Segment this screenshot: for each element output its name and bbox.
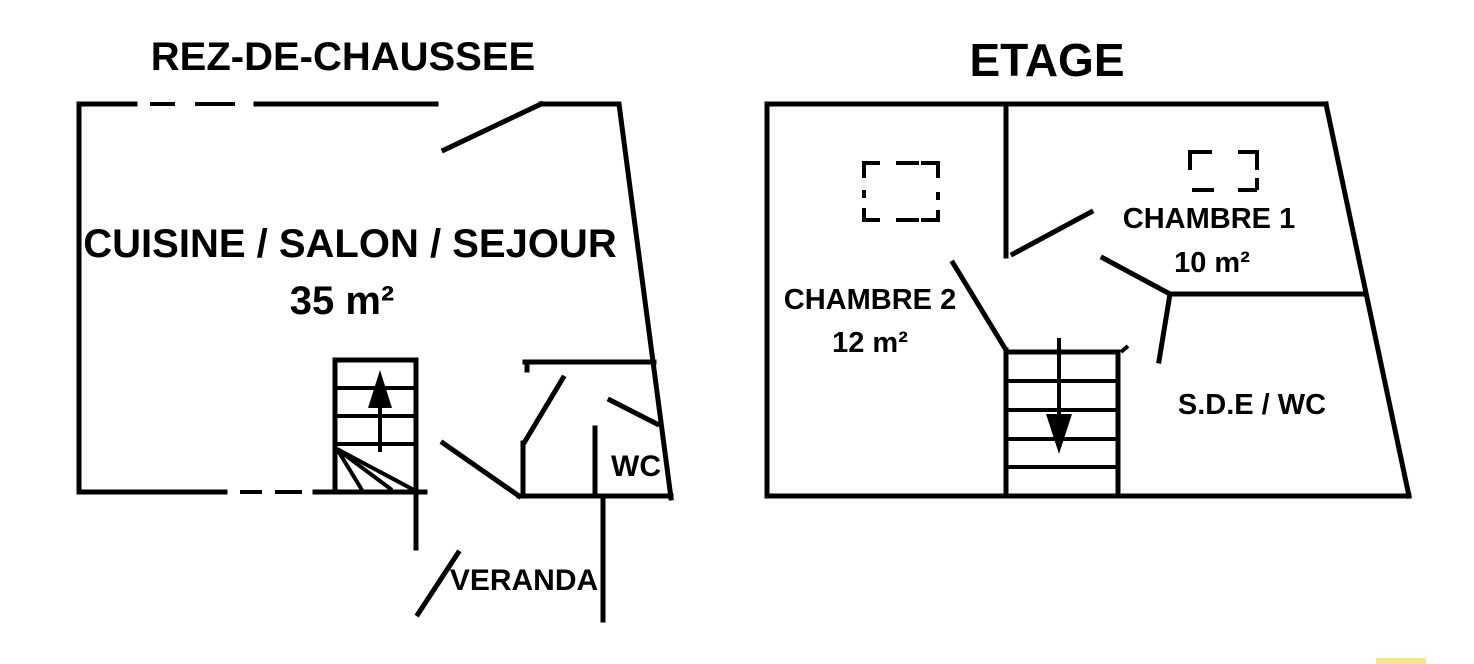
ground-right-wall bbox=[538, 101, 674, 501]
partition-door bbox=[520, 374, 567, 447]
stairs-down-arrow-icon bbox=[1046, 414, 1072, 454]
bedroom-2-area: 12 m² bbox=[832, 327, 908, 359]
upper-staircase bbox=[1003, 338, 1130, 499]
ground-floor-plan: CUISINE / SALON / SEJOUR 35 m² WC VERAND… bbox=[76, 100, 674, 623]
ground-floor-title: REZ-DE-CHAUSSEE bbox=[151, 35, 535, 79]
bathroom-left-wall bbox=[1156, 291, 1173, 364]
corner-mark bbox=[1376, 658, 1426, 664]
upper-right-wall bbox=[1323, 101, 1412, 499]
bedroom-1-name: CHAMBRE 1 bbox=[1123, 203, 1295, 235]
wc-label: WC bbox=[611, 450, 661, 483]
hall-door bbox=[439, 439, 523, 500]
living-room-name: CUISINE / SALON / SEJOUR bbox=[83, 222, 617, 266]
living-room-area: 35 m² bbox=[290, 279, 395, 323]
bedroom-2-door bbox=[949, 259, 1010, 354]
wc-door bbox=[606, 396, 661, 428]
entrance-door bbox=[440, 100, 545, 154]
upper-floor-title: ETAGE bbox=[969, 34, 1124, 86]
bathroom-label: S.D.E / WC bbox=[1178, 389, 1326, 421]
skylight-bedroom-2-icon bbox=[862, 161, 940, 222]
bathroom-door bbox=[1099, 254, 1174, 298]
bedroom-1-area: 10 m² bbox=[1174, 247, 1250, 279]
veranda-label: VERANDA bbox=[450, 564, 598, 597]
upper-floor-plan: CHAMBRE 1 10 m² CHAMBRE 2 12 m² S.D.E / … bbox=[764, 101, 1412, 499]
bedroom-1-door bbox=[1009, 208, 1095, 258]
veranda-slanted-wall bbox=[414, 549, 462, 618]
bedroom-2-name: CHAMBRE 2 bbox=[784, 284, 956, 316]
ground-staircase bbox=[332, 357, 419, 551]
stairs-up-arrow-icon bbox=[368, 370, 392, 408]
skylight-bedroom-1-icon bbox=[1188, 150, 1259, 192]
